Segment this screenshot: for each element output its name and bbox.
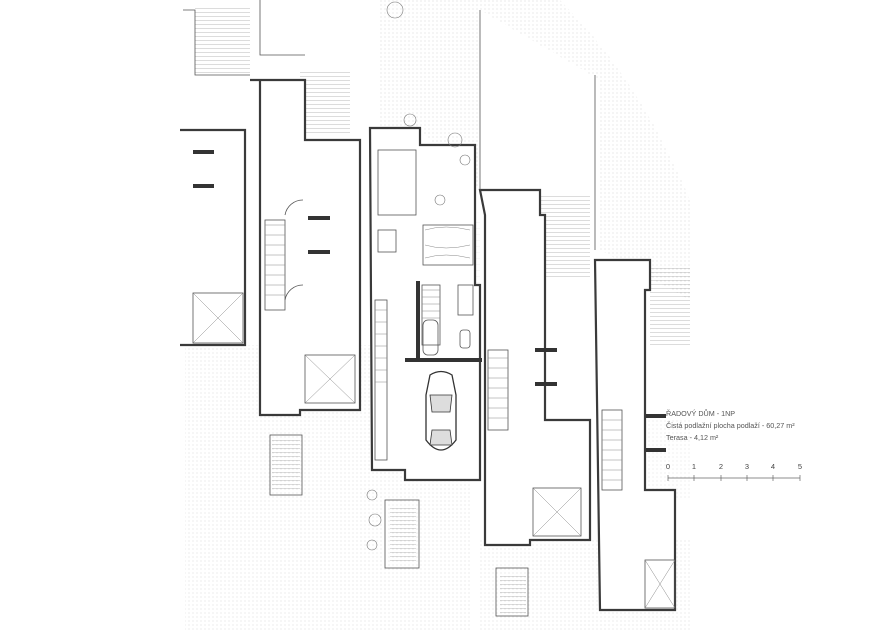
house-unit-4 — [478, 10, 596, 547]
scale-tick: 2 — [718, 462, 724, 471]
scale-tick: 0 — [665, 462, 671, 471]
house-unit-1 — [180, 9, 250, 347]
scale-tick: 3 — [744, 462, 750, 471]
plan-legend: ŘADOVÝ DŮM - 1NP Čistá podlažní plocha p… — [666, 408, 866, 444]
house-unit-3 — [368, 126, 482, 482]
scale-tick: 4 — [770, 462, 776, 471]
scale-bar: 0 1 2 3 4 5 — [660, 462, 808, 484]
entry-canopies — [269, 434, 529, 617]
house-unit-5 — [593, 258, 677, 612]
scale-tick: 5 — [797, 462, 803, 471]
legend-floor-area: Čistá podlažní plocha podlaží - 60,27 m² — [666, 421, 795, 430]
legend-terrace-area: Terasa - 4,12 m² — [666, 433, 719, 442]
house-unit-2 — [250, 0, 362, 417]
car-in-garage — [425, 370, 457, 451]
legend-title: ŘADOVÝ DŮM - 1NP — [666, 409, 736, 418]
garden-plants — [366, 1, 471, 551]
scale-bar-line — [667, 475, 801, 481]
scale-tick: 1 — [691, 462, 697, 471]
